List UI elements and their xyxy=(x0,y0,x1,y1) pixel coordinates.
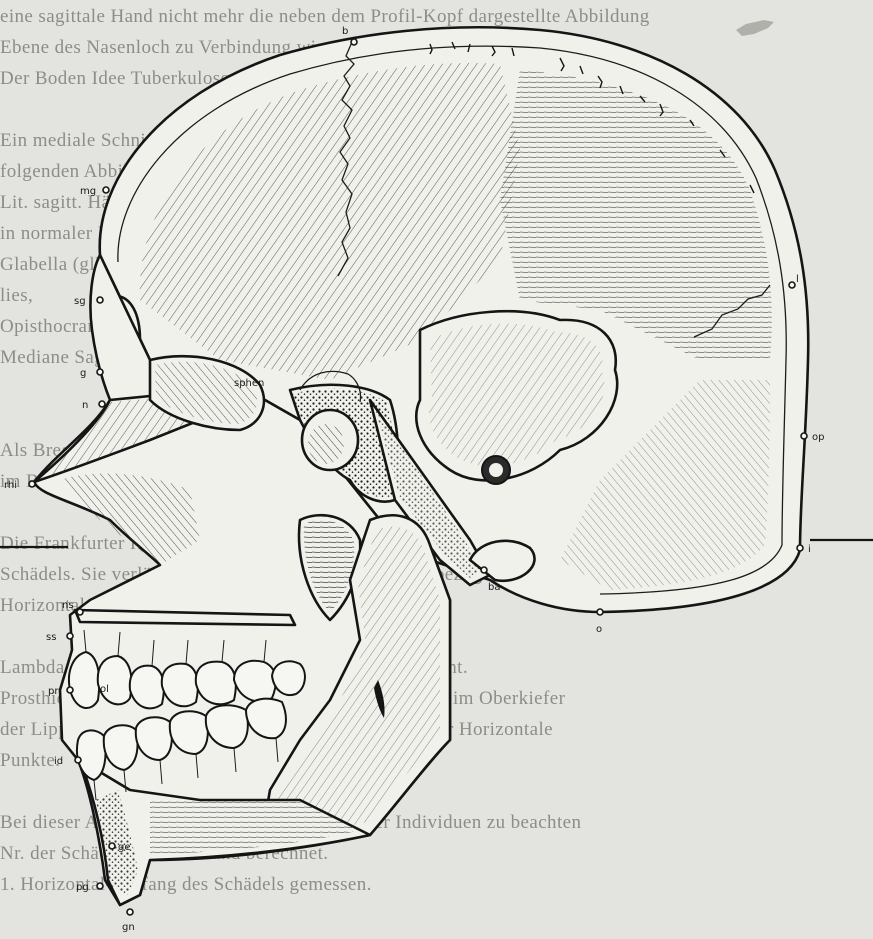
point-id xyxy=(75,757,81,763)
point-pg xyxy=(97,883,103,889)
label-id: id xyxy=(54,756,63,767)
label-n: n xyxy=(82,400,88,411)
label-pr: pr xyxy=(48,686,59,697)
point-ss xyxy=(67,633,73,639)
label-rhi: rhi xyxy=(4,480,17,491)
label-o: o xyxy=(596,624,602,635)
label-mg: mg xyxy=(80,186,96,197)
point-mg xyxy=(103,187,109,193)
point-i xyxy=(797,545,803,551)
label-l: l xyxy=(796,274,799,285)
point-g xyxy=(97,369,103,375)
label-ss: ss xyxy=(46,632,56,643)
point-sg xyxy=(97,297,103,303)
auditory-meatus-inner xyxy=(489,463,503,477)
point-ns xyxy=(77,609,83,615)
point-pr xyxy=(67,687,73,693)
label-ns: ns xyxy=(62,600,74,611)
label-gn: gn xyxy=(122,922,135,933)
point-b xyxy=(351,39,357,45)
label-b: b xyxy=(342,26,348,37)
label-ba: ba xyxy=(488,582,500,593)
label-sg: sg xyxy=(74,296,86,307)
sphenoid-sinus-shade xyxy=(308,424,344,464)
label-op: op xyxy=(812,432,824,443)
label-ge: ge xyxy=(118,842,131,853)
label-ol: ol xyxy=(100,684,109,695)
point-ge xyxy=(109,843,115,849)
label-pg: pg xyxy=(76,882,89,893)
point-l xyxy=(789,282,795,288)
point-rhi xyxy=(29,481,35,487)
maxilla-hatching xyxy=(60,473,200,565)
label-g: g xyxy=(80,368,86,379)
ink-stain xyxy=(736,20,774,36)
point-op xyxy=(801,433,807,439)
label-i: i xyxy=(808,544,811,555)
point-o xyxy=(597,609,603,615)
point-gn xyxy=(127,909,133,915)
point-n xyxy=(99,401,105,407)
point-ba xyxy=(481,567,487,573)
label-sphen: sphen xyxy=(234,378,264,389)
